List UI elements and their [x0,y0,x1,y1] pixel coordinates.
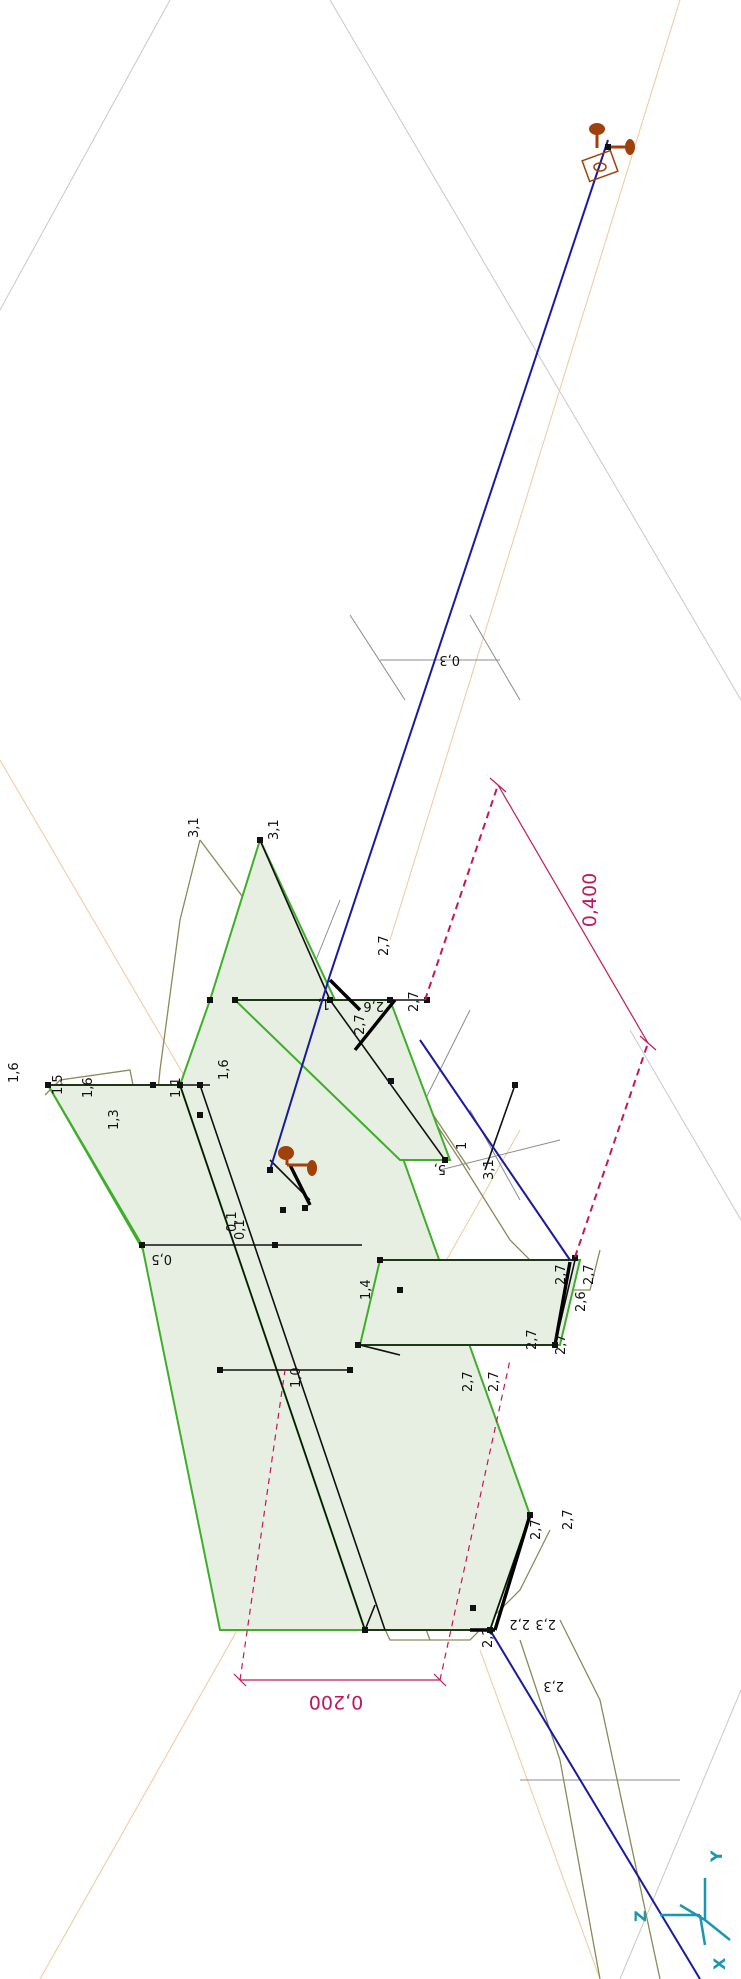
node-value-label: 1,6 [7,1062,22,1083]
beam-line [269,139,701,1979]
fixed-support-icon [278,1146,317,1176]
node-value-label: 2,7 [407,991,422,1012]
node-value-label: 0,1 [225,1211,240,1232]
node-value-label: 2,7 [525,1329,540,1350]
node-value-label: 0,3 [439,652,460,667]
node-value-label: 2,3 [535,1616,556,1631]
node-value-label: 3,1 [187,817,202,838]
x-axis [704,1919,731,1941]
node-value-label: 1,4 [359,1279,374,1300]
node-value-label: 2,2 [509,1616,530,1631]
node-value-label: 2,2 [481,1627,496,1648]
node-value-label: 2,7 [554,1334,569,1355]
node-value-label: 2,6 [574,1291,589,1312]
node-value-label: 2,7 [561,1509,576,1530]
node-value-label: 0,1 [233,1219,248,1240]
dimension-0-200 [233,1359,511,1687]
nodes [45,837,578,1633]
node-value-label: 2,7 [353,1014,368,1035]
critical-members [288,978,572,1632]
node-value-label: 2,7 [554,1264,569,1285]
node-value-label: 1, [318,996,330,1011]
node-value-label: 2,7 [487,1371,502,1392]
node-value-labels: 3,1 3,1 1,6 1,6 1,5 1,3 1,1 1,6 0,5 0,1 1,0 1,4 1 5, 3… [7,652,597,1693]
node-value-label: 5, [434,1161,446,1176]
node-value-label: 0,5 [151,1251,172,1266]
fixed-support-icon [581,123,635,183]
x-axis-label: X [710,1957,729,1970]
node-value-label: 3,1 [482,1159,497,1180]
dimension-0-400 [424,777,657,1258]
plate-panels [46,837,582,1631]
node-value-label: 3,1 [267,819,282,840]
node-value-label: 1,6 [217,1059,232,1080]
node-value-label: 2,6 [363,998,384,1013]
dimension-label-0-200: 0,200 [309,1691,363,1713]
node-value-label: 1,5 [51,1074,66,1095]
node-value-label: 2,7 [529,1519,544,1540]
z-axis-label: Z [631,1910,650,1922]
node-value-label: 2,7 [377,935,392,956]
node-value-label: 1,3 [107,1109,122,1130]
node-value-label: 2,7 [461,1371,476,1392]
node-value-label: 1,6 [81,1077,96,1098]
node-value-label: 1,1 [169,1077,184,1098]
node-value-label: 1 [455,1142,470,1150]
node-value-label: 2,7 [582,1264,597,1285]
coordinate-axes [660,1878,731,1946]
node-value-label: 2,3 [543,1678,564,1693]
node-value-label: 1,0 [289,1367,304,1388]
dimension-label-0-400: 0,400 [579,873,601,927]
y-axis-label: Y [707,1850,726,1863]
